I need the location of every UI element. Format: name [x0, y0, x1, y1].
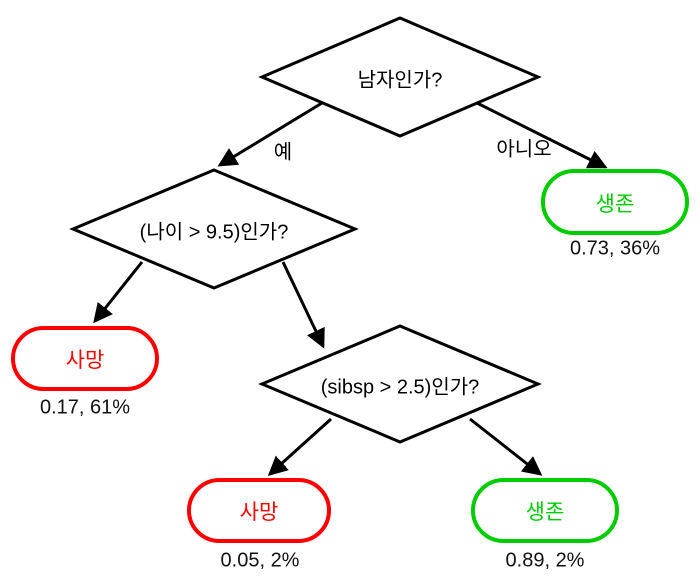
edge-age-to-sibsp [281, 261, 325, 349]
leaf-node-survived-right [541, 169, 689, 235]
edge-label-yes: 예 [273, 141, 293, 164]
leaf-stats-died-bottom: 0.05, 2% [220, 549, 300, 572]
decision-node-root [258, 16, 542, 138]
edge-label-no: 아니오 [496, 138, 552, 161]
decision-node-age [69, 168, 359, 290]
leaf-label-survived-right: 생존 [595, 193, 635, 216]
leaf-stats-died-left: 0.17, 61% [39, 396, 131, 419]
leaf-node-survived-bottom [471, 478, 619, 543]
leaf-label-survived-bottom: 생존 [525, 501, 565, 524]
edge-age-to-died-left [93, 261, 144, 324]
decision-label-age: (나이 > 9.5)인가? [139, 221, 289, 244]
leaf-node-died-left [11, 326, 159, 391]
leaf-node-died-bottom [187, 478, 331, 543]
edge-root-to-age [217, 101, 323, 167]
leaf-label-died-left: 사망 [65, 349, 105, 372]
edge-root-to-survived-right [476, 101, 608, 169]
edge-sibsp-to-died-bottom [267, 417, 333, 476]
decision-label-sibsp: (sibsp > 2.5)인가? [320, 376, 480, 399]
decision-label-root: 남자인가? [357, 69, 443, 92]
leaf-stats-survived-right: 0.73, 36% [569, 237, 661, 260]
leaf-stats-survived-bottom: 0.89, 2% [505, 549, 585, 572]
edge-sibsp-to-survived-bottom [469, 417, 543, 476]
decision-node-sibsp [258, 324, 542, 444]
leaf-label-died-bottom: 사망 [239, 501, 279, 524]
